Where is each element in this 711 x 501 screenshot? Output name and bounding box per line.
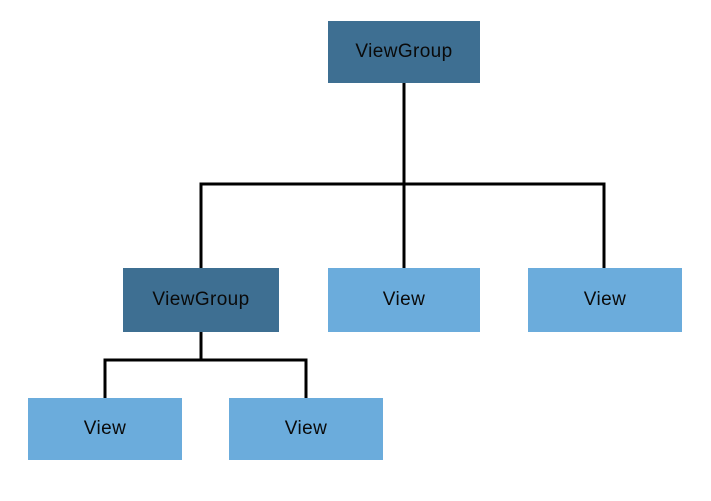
node-grandchild-view-2: View: [229, 398, 383, 460]
node-grandchild-view-1: View: [28, 398, 182, 460]
node-root-viewgroup: ViewGroup: [328, 21, 480, 83]
node-child-view-2: View: [528, 268, 682, 332]
node-child-view-1: View: [328, 268, 480, 332]
node-child-viewgroup: ViewGroup: [123, 268, 279, 332]
